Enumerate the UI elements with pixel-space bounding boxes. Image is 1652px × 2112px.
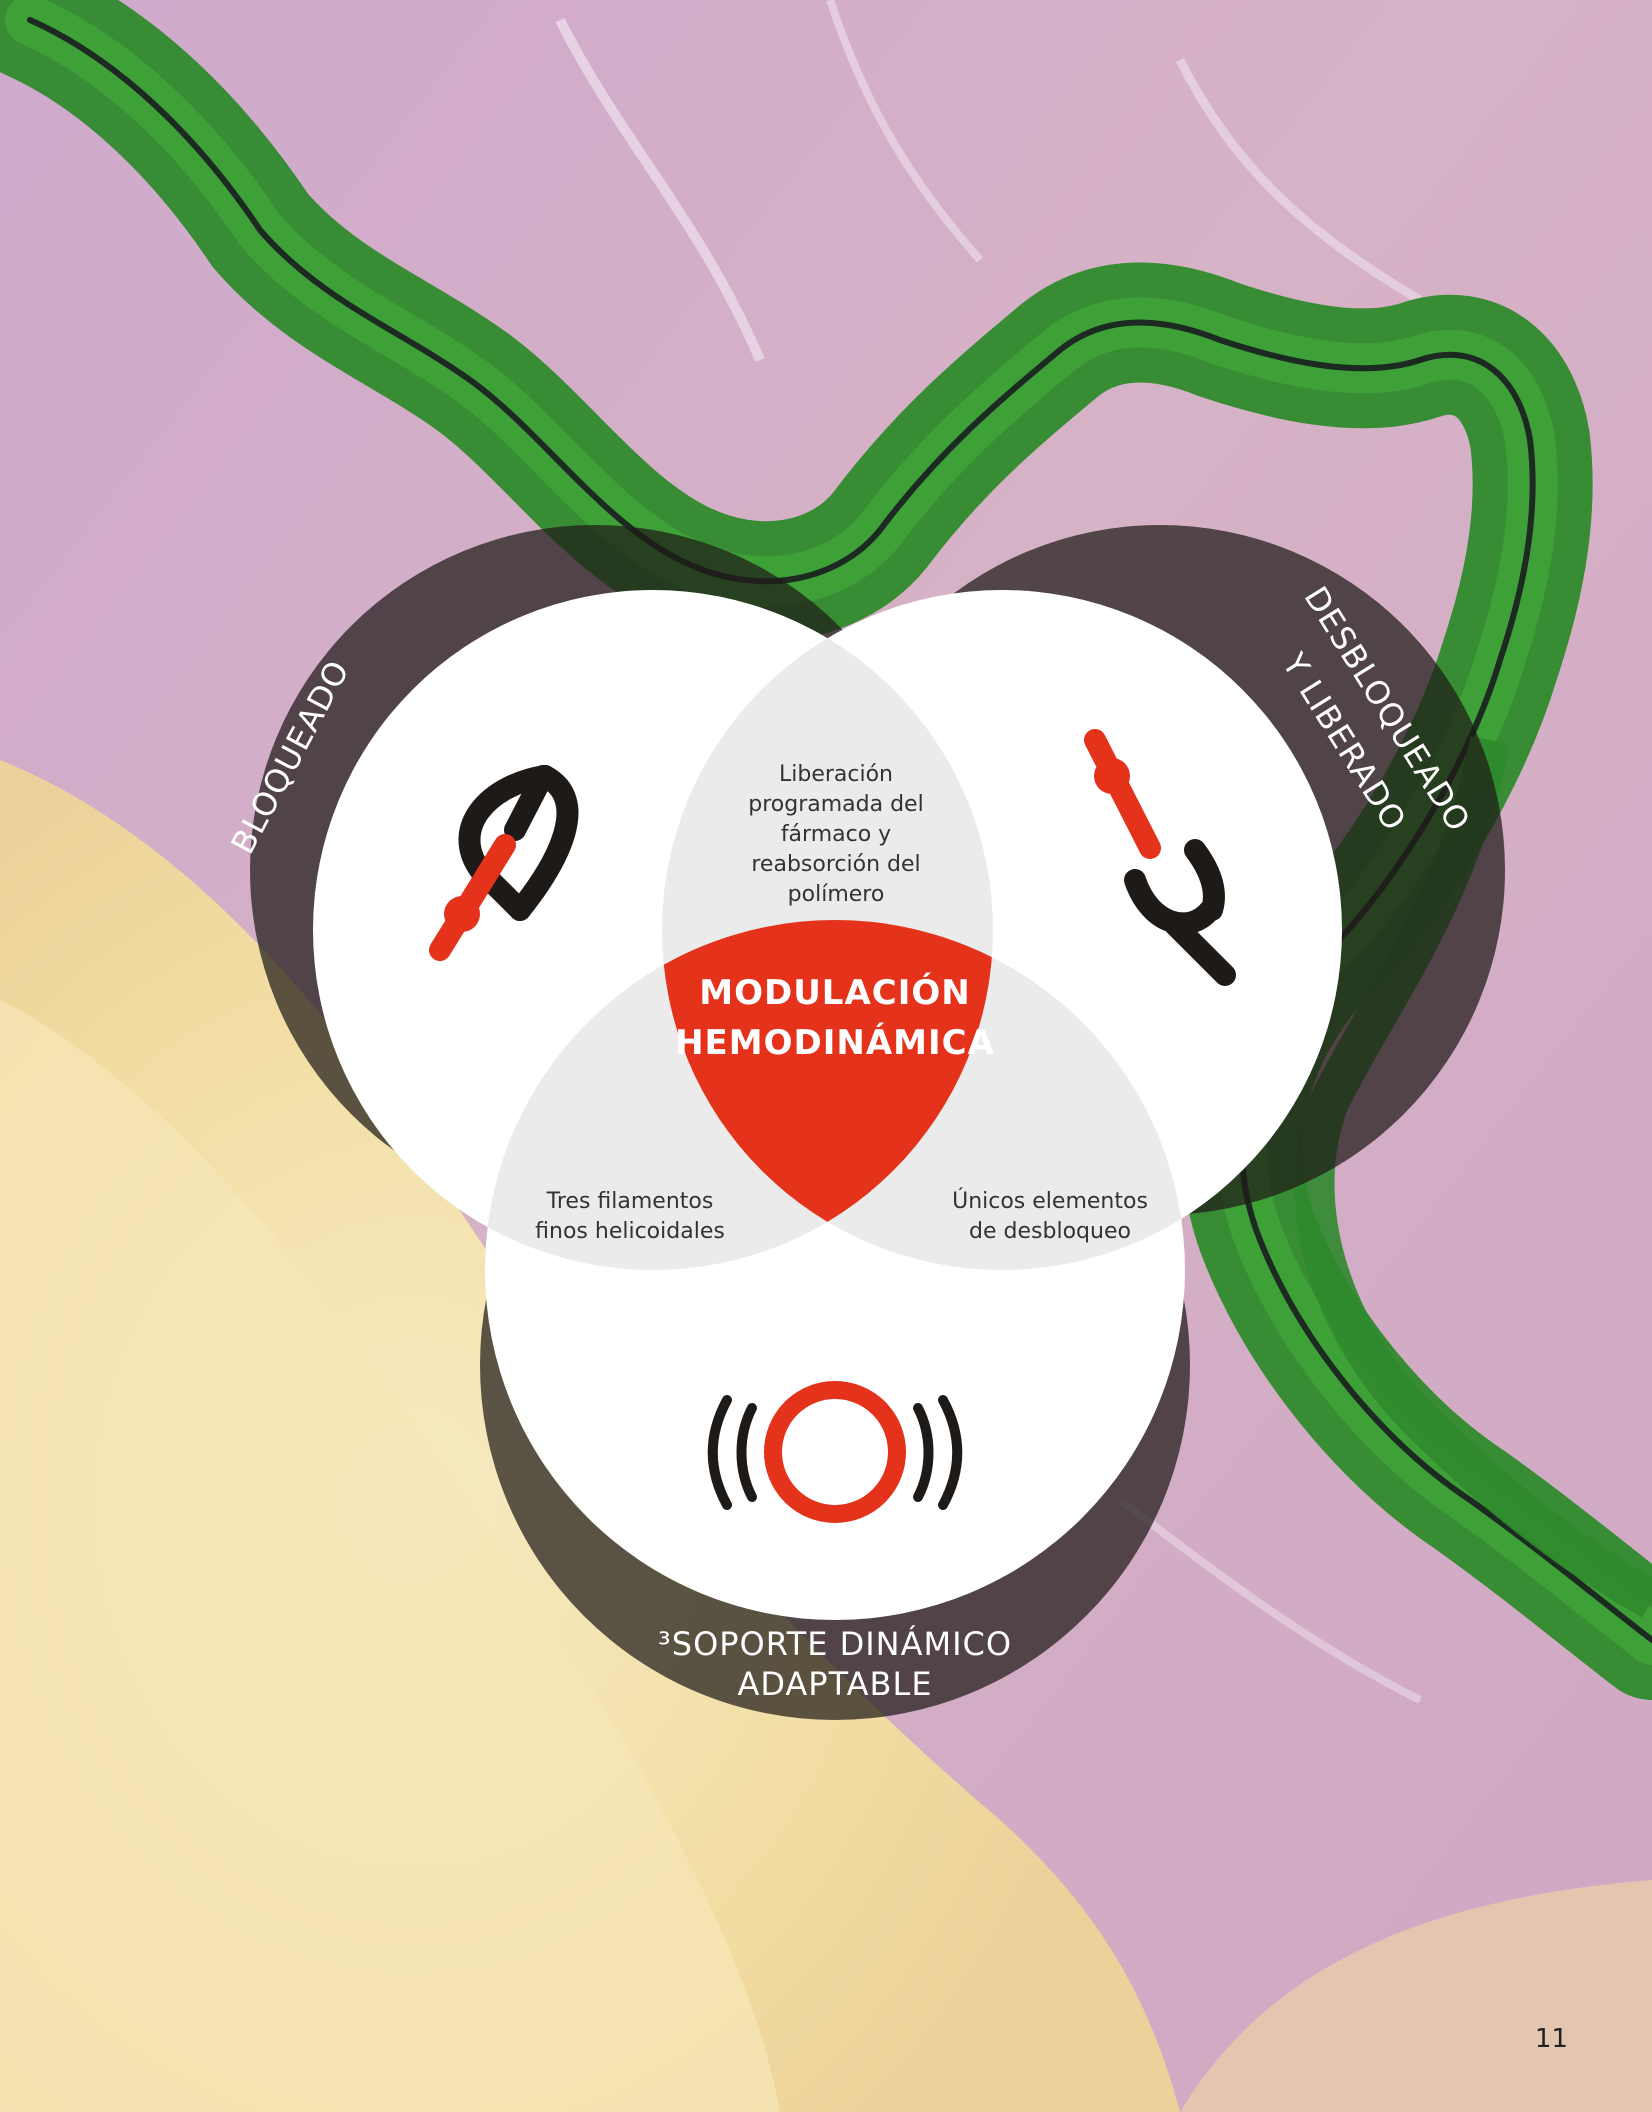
- top-overlap-line3: fármaco y: [781, 822, 891, 847]
- left-overlap-line1: Tres filamentos: [546, 1189, 714, 1214]
- page-number: 11: [1535, 2024, 1568, 2054]
- top-overlap-line5: polímero: [788, 882, 885, 907]
- top-overlap-line1: Liberación: [779, 762, 893, 787]
- right-overlap-line2: de desbloqueo: [969, 1219, 1131, 1244]
- bottom-disc-label-line2: ADAPTABLE: [737, 1665, 932, 1703]
- center-title-line1: MODULACIÓN: [699, 972, 971, 1013]
- right-overlap-line1: Únicos elementos: [952, 1188, 1148, 1214]
- left-overlap-line2: finos helicoidales: [535, 1219, 725, 1244]
- top-overlap-line4: reabsorción del: [751, 852, 920, 877]
- top-overlap-line2: programada del: [748, 792, 923, 817]
- center-title-line2: HEMODINÁMICA: [675, 1022, 995, 1063]
- bottom-disc-label-line1: ³SOPORTE DINÁMICO: [658, 1625, 1012, 1663]
